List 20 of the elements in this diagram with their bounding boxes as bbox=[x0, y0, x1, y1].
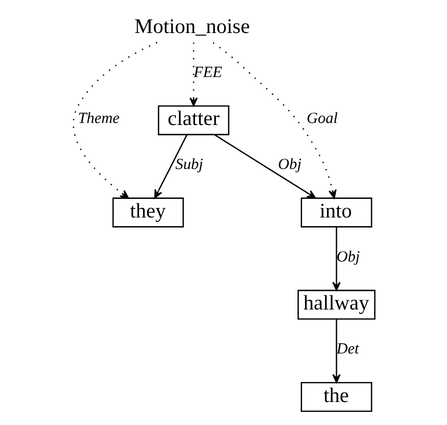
node-box: into bbox=[300, 198, 372, 228]
edge-label: Obj bbox=[278, 156, 301, 174]
arrow bbox=[72, 42, 157, 199]
arrow bbox=[188, 42, 198, 106]
arrow bbox=[154, 134, 187, 199]
arrow bbox=[214, 134, 316, 199]
node-box: the bbox=[300, 382, 372, 412]
edge-label: Obj bbox=[336, 248, 360, 266]
arrow bbox=[212, 42, 336, 199]
edge-label: FEE bbox=[193, 64, 222, 81]
arrow bbox=[332, 319, 340, 384]
node-box: hallway bbox=[297, 290, 375, 320]
edge-label: Theme bbox=[78, 110, 120, 128]
node-box: they bbox=[112, 198, 184, 228]
edge-label: Subj bbox=[174, 156, 203, 174]
node-box: clatter bbox=[157, 105, 229, 136]
edge-label: Det bbox=[336, 340, 358, 358]
edge-label: Goal bbox=[306, 110, 338, 128]
node-text: Motion_noise bbox=[134, 14, 250, 38]
arrow bbox=[332, 227, 340, 291]
